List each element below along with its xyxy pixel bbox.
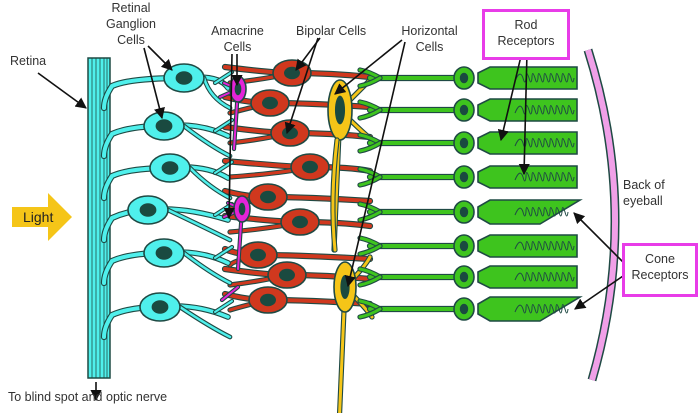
label-line: Receptors	[631, 268, 689, 282]
nucleus	[334, 95, 346, 125]
nucleus	[175, 71, 193, 85]
nucleus	[238, 202, 246, 216]
nucleus	[250, 248, 266, 262]
cone-receptors-box	[622, 243, 698, 297]
label-light: Light	[23, 209, 54, 225]
label-ganglion-cells: Retinal Ganglion Cells	[96, 0, 166, 48]
label-line: eyeball	[623, 194, 663, 208]
outer-segment	[477, 265, 578, 289]
bipolar-cell	[221, 153, 374, 181]
label-line: Back of	[623, 178, 665, 192]
label-line: Ganglion	[105, 17, 157, 31]
nucleus	[459, 72, 469, 84]
ganglion-cell	[100, 153, 235, 202]
ganglion-cell	[100, 292, 235, 341]
nucleus	[302, 160, 318, 174]
outer-segment	[477, 66, 578, 90]
label-optic-nerve: To blind spot and optic nerve	[8, 390, 168, 404]
nucleus	[262, 96, 278, 110]
ganglion-cell	[100, 63, 235, 112]
bipolar-cell	[221, 208, 374, 236]
ganglion-cell	[100, 238, 235, 287]
nucleus	[459, 137, 469, 149]
label-line: Cone	[645, 252, 675, 266]
label-amacrine-cells: Amacrine Cells	[205, 23, 270, 55]
label-line: Amacrine	[211, 24, 264, 38]
rod-receptor	[357, 265, 578, 289]
label-line: Retinal	[111, 1, 151, 15]
label-line: Rod	[514, 18, 538, 32]
membrane-discs	[514, 73, 575, 83]
rod-receptors-box	[482, 9, 570, 60]
outer-segment	[477, 98, 578, 122]
outer-segment	[477, 165, 578, 189]
label-line: Cells	[415, 40, 444, 54]
label-arrows	[37, 37, 624, 402]
nucleus	[155, 119, 173, 133]
ganglion-cell	[100, 111, 235, 160]
nucleus	[260, 190, 276, 204]
horizontal-cell-layer	[327, 77, 375, 413]
membrane-discs	[514, 172, 575, 182]
nucleus	[161, 161, 179, 175]
label-horizontal-cells: Horizontal Cells	[392, 23, 467, 55]
ganglion-cell	[100, 195, 235, 244]
nucleus	[234, 82, 242, 96]
nucleus	[282, 126, 298, 140]
ganglion-cell-layer	[100, 63, 235, 341]
photoreceptor-layer	[357, 66, 583, 322]
label-line: Cells	[117, 33, 145, 47]
nucleus	[155, 246, 173, 260]
nucleus	[139, 203, 157, 217]
bipolar-cell	[221, 241, 374, 269]
nucleus	[340, 275, 350, 299]
cone-receptor	[357, 296, 583, 322]
nucleus	[459, 271, 469, 283]
label-bipolar-cells: Bipolar Cells	[296, 24, 367, 38]
rod-receptor	[357, 131, 578, 155]
nucleus	[459, 104, 469, 116]
nucleus	[260, 293, 276, 307]
nucleus	[459, 206, 469, 218]
membrane-discs	[514, 272, 575, 282]
nucleus	[279, 268, 295, 282]
label-retina: Retina	[10, 54, 47, 68]
label-rod-receptors: Rod Receptors	[485, 17, 567, 49]
bipolar-cell	[221, 59, 374, 87]
membrane-discs	[514, 241, 575, 251]
outer-segment	[477, 234, 578, 258]
nucleus	[151, 300, 169, 314]
label-cone-receptors: Cone Receptors	[625, 251, 695, 283]
membrane-discs	[514, 304, 569, 314]
rod-receptor	[357, 165, 578, 189]
nucleus	[459, 240, 469, 252]
light-arrow-icon	[12, 193, 72, 241]
label-line: Receptors	[497, 34, 555, 48]
nucleus	[459, 303, 469, 315]
label-line: Cells	[223, 40, 252, 54]
rod-receptor	[357, 66, 578, 90]
membrane-discs	[514, 207, 569, 217]
rod-receptor	[357, 98, 578, 122]
membrane-discs	[514, 138, 575, 148]
label-back-of-eyeball: Back of eyeball	[623, 177, 665, 209]
membrane-discs	[514, 105, 575, 115]
label-line: Horizontal	[401, 24, 458, 38]
nucleus	[292, 215, 308, 229]
cone-receptor	[357, 199, 583, 225]
rod-receptor	[357, 234, 578, 258]
nucleus	[459, 171, 469, 183]
